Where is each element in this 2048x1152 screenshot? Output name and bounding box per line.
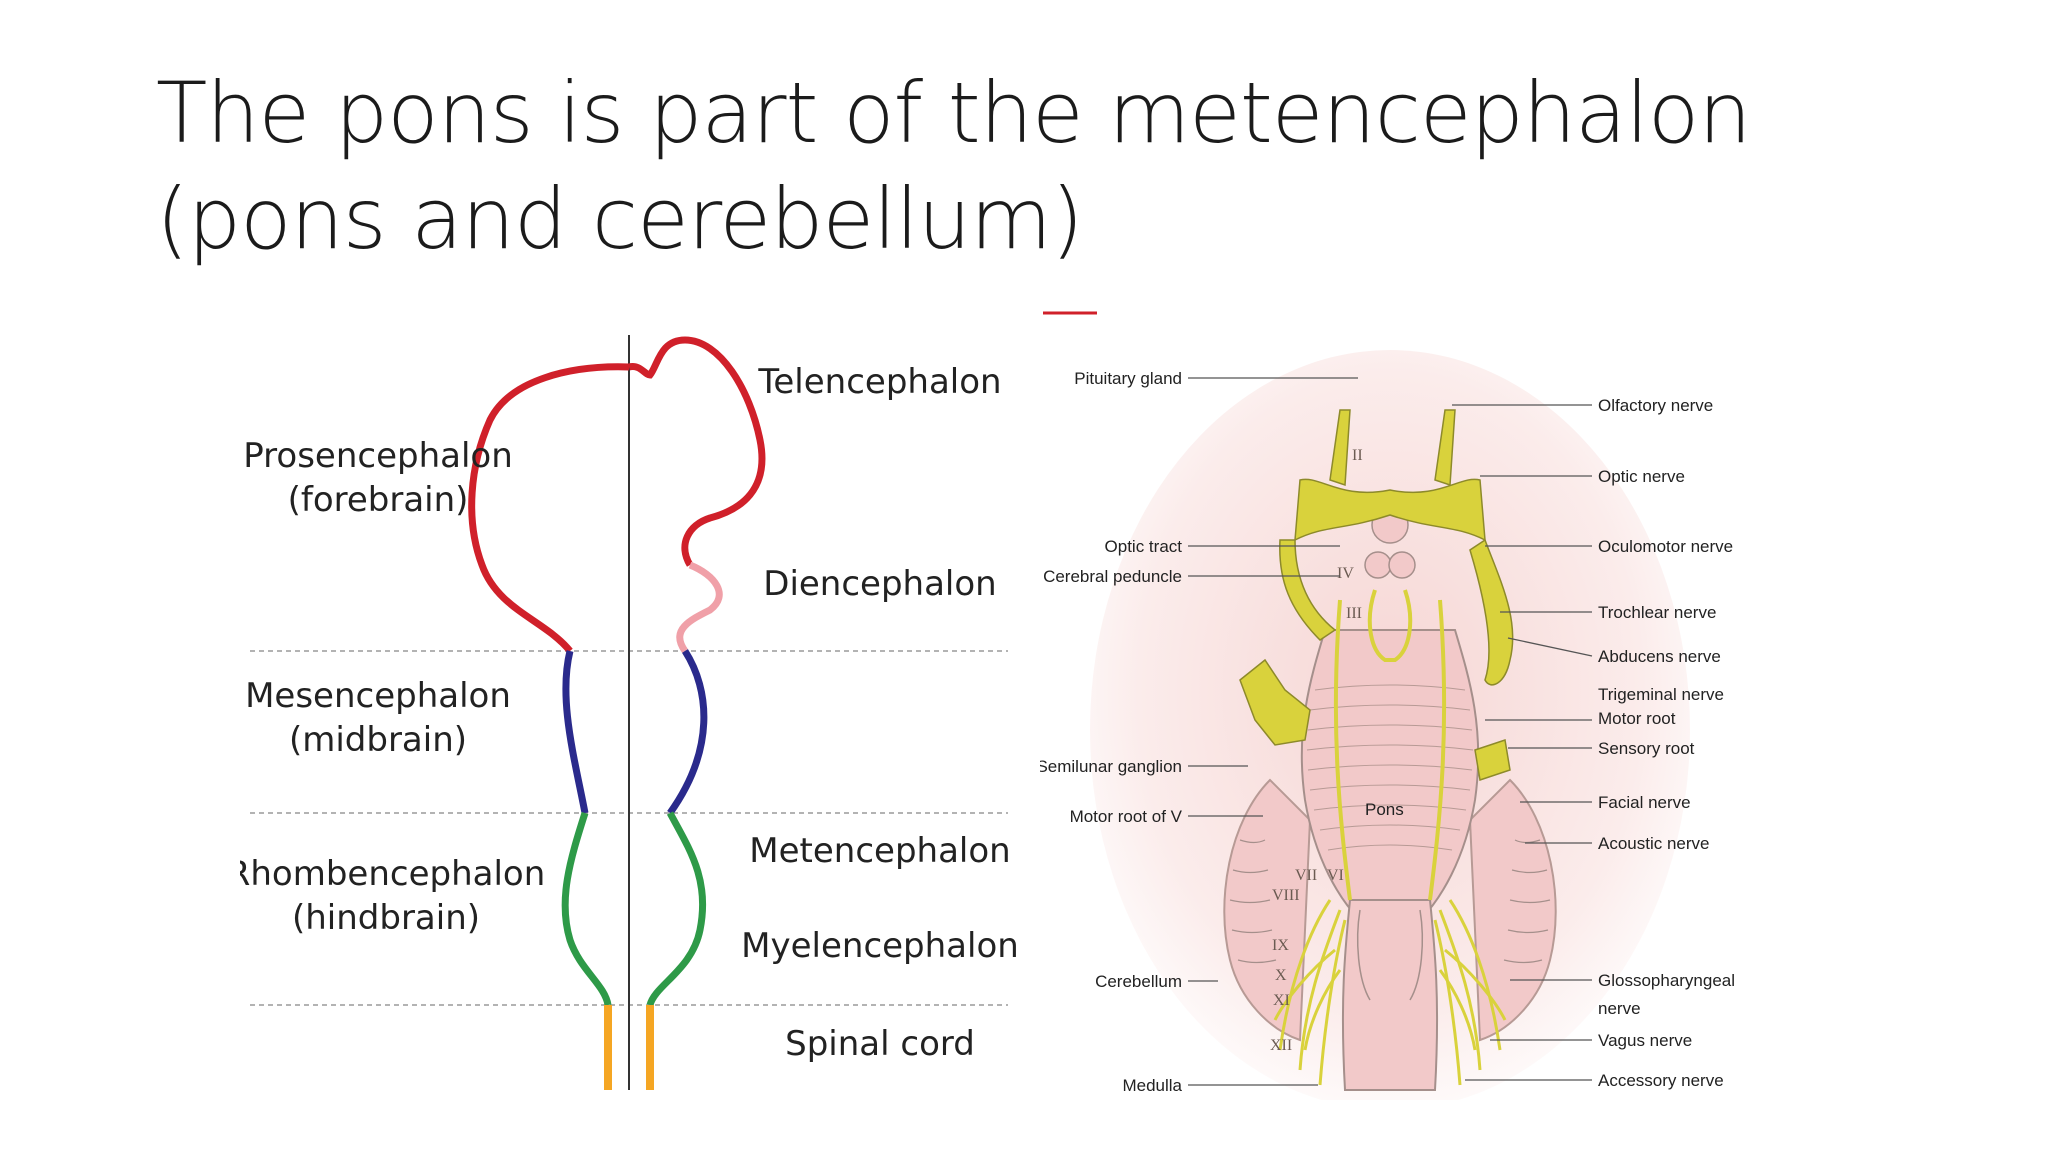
label-diencephalon: Diencephalon — [763, 564, 996, 604]
label-myelencephalon: Myelencephalon — [741, 926, 1019, 966]
right-leaders — [1452, 404, 1593, 1081]
label-prosencephalon: Prosencephalon — [243, 436, 513, 476]
abducens-nerve-left — [1333, 599, 1352, 901]
label-motor-root: Motor root — [1598, 709, 1676, 728]
label-glossopharyngeal: Glossopharyngeal — [1598, 971, 1735, 990]
cerebellum-right — [1468, 778, 1557, 1042]
pons-striations — [1306, 684, 1474, 851]
label-trochlear-nerve: Trochlear nerve — [1598, 603, 1716, 622]
numeral-vii: VII — [1295, 867, 1317, 884]
label-vagus-nerve: Vagus nerve — [1598, 1031, 1692, 1050]
mammillary-body-left — [1364, 551, 1392, 579]
trigeminal-nerve-right — [1474, 739, 1511, 781]
label-telencephalon: Telencephalon — [757, 362, 1001, 402]
medulla-olive-right — [1409, 909, 1424, 1001]
brain-development-diagram: Prosencephalon (forebrain) Mesencephalon… — [240, 335, 1019, 1090]
numeral-xi: XI — [1273, 992, 1290, 1009]
label-mesencephalon: Mesencephalon — [245, 676, 511, 716]
label-oculomotor-nerve: Oculomotor nerve — [1598, 537, 1733, 556]
olfactory-nerve-right — [1434, 409, 1456, 487]
label-metencephalon: Metencephalon — [749, 831, 1010, 871]
telencephalon-right-wall — [628, 336, 766, 567]
optic-tract-right — [1469, 538, 1514, 686]
label-abducens-nerve: Abducens nerve — [1598, 647, 1721, 666]
label-semilunar-ganglion: Semilunar ganglion — [1040, 757, 1182, 776]
label-forebrain: (forebrain) — [288, 480, 469, 520]
label-rhombencephalon: Rhombencephalon — [240, 854, 545, 894]
rhombencephalon-left-wall — [561, 811, 612, 1006]
label-acoustic-nerve: Acoustic nerve — [1598, 834, 1710, 853]
semilunar-ganglion — [1239, 658, 1311, 746]
mesencephalon-right-wall — [667, 649, 708, 816]
label-cerebellum: Cerebellum — [1095, 972, 1182, 991]
label-motor-root-of-v: Motor root of V — [1070, 807, 1183, 826]
label-midbrain: (midbrain) — [289, 720, 467, 760]
label-pituitary-gland: Pituitary gland — [1074, 369, 1182, 388]
label-trigeminal-nerve: Trigeminal nerve — [1598, 685, 1724, 704]
numeral-iv: IV — [1337, 565, 1354, 582]
medulla — [1341, 899, 1439, 1091]
rhombencephalon-right-wall — [646, 811, 707, 1007]
olfactory-nerve-left — [1329, 409, 1351, 487]
label-spinal-cord: Spinal cord — [785, 1024, 975, 1064]
label-glossopharyngeal-nerve-word: nerve — [1598, 999, 1641, 1018]
label-accessory-nerve: Accessory nerve — [1598, 1071, 1724, 1090]
label-hindbrain: (hindbrain) — [292, 898, 480, 938]
numeral-xii: XII — [1270, 1037, 1292, 1054]
label-medulla: Medulla — [1122, 1076, 1182, 1095]
label-olfactory-nerve: Olfactory nerve — [1598, 396, 1713, 415]
slide-title: The pons is part of the metencephalon (p… — [156, 64, 1752, 268]
medulla-olive-left — [1356, 909, 1371, 1001]
brainstem-cranial-nerves-diagram: II IV III VII VI VIII IX X XI XII Pons P… — [1040, 311, 1735, 1100]
numeral-vi: VI — [1327, 867, 1344, 884]
mesencephalon-left-wall — [562, 650, 589, 814]
numeral-viii: VIII — [1272, 887, 1300, 904]
abducens-nerve-right — [1428, 599, 1447, 901]
label-optic-tract: Optic tract — [1105, 537, 1183, 556]
label-sensory-root: Sensory root — [1598, 739, 1695, 758]
numeral-x: X — [1275, 967, 1287, 984]
numeral-iii: III — [1346, 605, 1362, 622]
label-optic-nerve: Optic nerve — [1598, 467, 1685, 486]
mammillary-body-right — [1388, 551, 1416, 579]
lower-cranial-nerves-left — [1273, 899, 1347, 1086]
diencephalon-right-wall — [676, 561, 723, 654]
numeral-ix: IX — [1272, 937, 1289, 954]
cerebellum-folia — [1229, 839, 1551, 964]
oculomotor-nerve — [1367, 589, 1413, 662]
label-cerebral-peduncle: Cerebral peduncle — [1043, 567, 1182, 586]
prosencephalon-left-wall — [468, 363, 630, 654]
cerebellum-left — [1223, 778, 1312, 1042]
lower-cranial-nerves-right — [1433, 899, 1507, 1086]
left-leaders — [1188, 377, 1358, 1086]
label-pons: Pons — [1365, 800, 1404, 819]
numeral-ii: II — [1352, 447, 1363, 464]
label-facial-nerve: Facial nerve — [1598, 793, 1691, 812]
